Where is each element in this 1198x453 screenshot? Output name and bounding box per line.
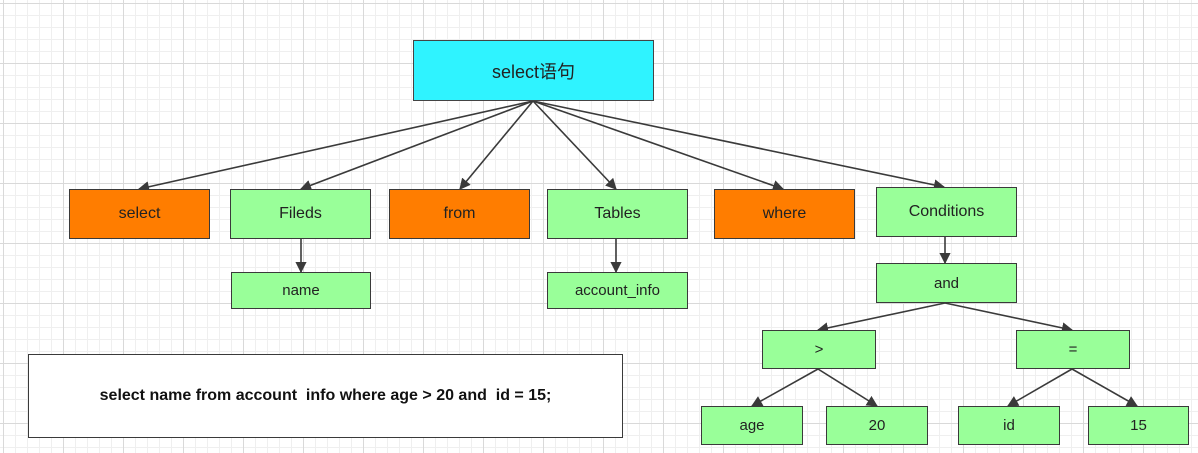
sql-statement-box: select name from account info where age …	[28, 354, 623, 438]
fifteen-node: 15	[1088, 406, 1189, 445]
equals-node: =	[1016, 330, 1130, 369]
edge-eq-id	[1007, 368, 1073, 407]
edge-and-eq	[944, 302, 1074, 334]
conditions-node: Conditions	[876, 187, 1017, 237]
tables-node: Tables	[547, 189, 688, 239]
edge-gt-20	[817, 368, 878, 407]
twenty-node: 20	[826, 406, 928, 445]
edge-root-select	[137, 100, 534, 193]
id-node: id	[958, 406, 1060, 445]
where-keyword-node: where	[714, 189, 855, 239]
account-info-node: account_info	[547, 272, 688, 309]
edge-root-where	[532, 100, 785, 191]
root-node: select语句	[413, 40, 654, 101]
edge-and-gt	[816, 302, 946, 334]
edge-root-fields	[299, 100, 534, 191]
name-node: name	[231, 272, 371, 309]
age-node: age	[701, 406, 803, 445]
fields-node: Fileds	[230, 189, 371, 239]
edge-root-tables	[532, 100, 617, 190]
edge-gt-age	[751, 368, 819, 407]
greater-than-node: >	[762, 330, 876, 369]
and-node: and	[876, 263, 1017, 303]
select-keyword-node: select	[69, 189, 210, 239]
edge-eq-15	[1071, 368, 1138, 407]
edge-root-from	[459, 100, 534, 190]
edge-root-conditions	[532, 100, 946, 191]
from-keyword-node: from	[389, 189, 530, 239]
